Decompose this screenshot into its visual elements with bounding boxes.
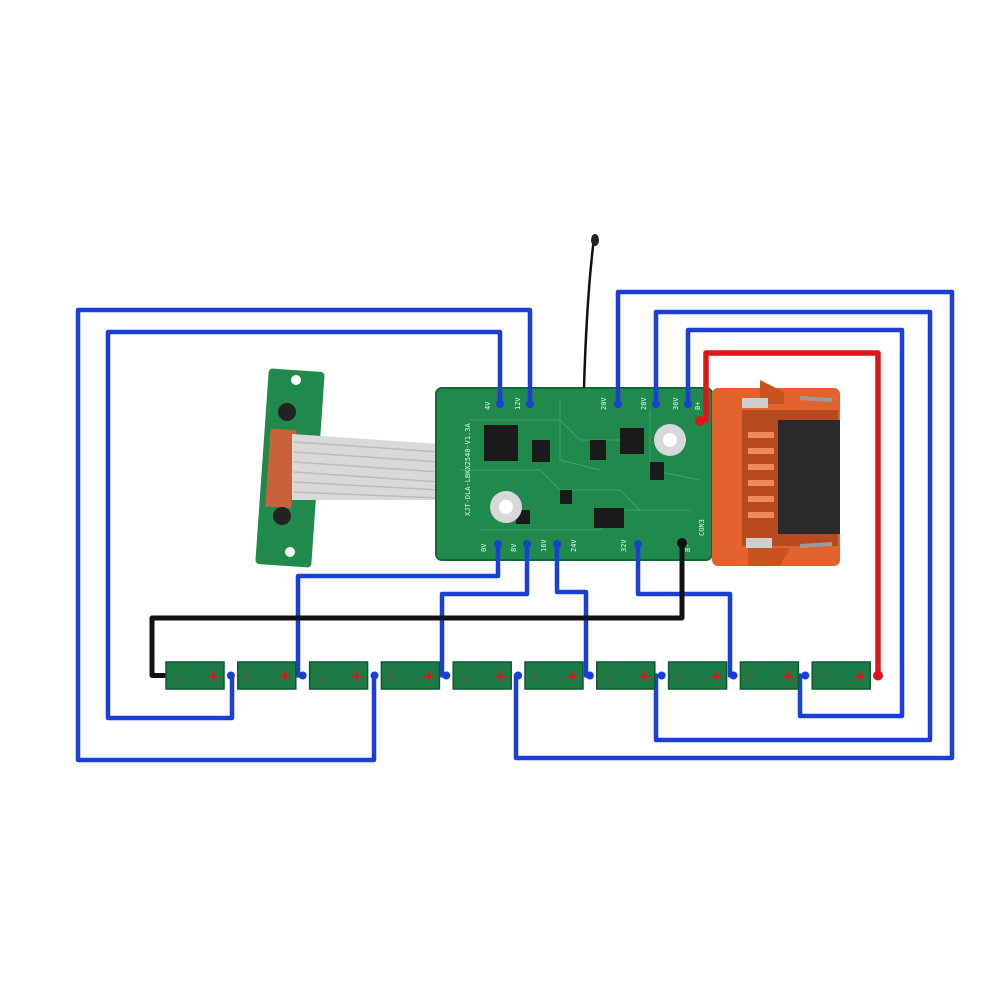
- battery-cell: -+: [452, 661, 512, 690]
- mounting-hole-top: [654, 424, 686, 456]
- cell-minus-sign: -: [675, 669, 683, 685]
- board-connector-label: CON3: [698, 519, 706, 536]
- ribbon-cable: [292, 434, 441, 500]
- cell-plus-sign: +: [495, 666, 506, 687]
- cell-body: [452, 661, 512, 690]
- wire-4v: [105, 329, 503, 721]
- board-bminus-node: [677, 538, 687, 548]
- cell-minus-sign: -: [531, 669, 539, 685]
- pad-label-group: 4V 12V 20V 28V 36V B+ 0V 8V 16V 24V 32V B-: [480, 397, 702, 552]
- cell-junction-node: [442, 671, 451, 680]
- cell-body: [308, 661, 369, 690]
- battery-cell: -+: [524, 661, 584, 690]
- battery-cell: -+: [667, 661, 728, 690]
- pad-label: 32V: [620, 539, 628, 552]
- battery-cell: -+: [596, 661, 656, 690]
- cell-plus-sign: +: [782, 666, 793, 687]
- balance-pads: [494, 400, 692, 548]
- cell-junction-node: [370, 671, 379, 680]
- pack-positive-node: [873, 670, 883, 681]
- cell-plus-sign: +: [423, 666, 434, 687]
- balance-wires: [75, 289, 955, 763]
- cell-body: [380, 661, 441, 690]
- cell-body: [596, 661, 656, 690]
- battery-cell-string: -+-+-+-+-+-+-+-+-+-+: [165, 661, 871, 690]
- battery-cell: -+: [308, 661, 369, 690]
- cell-plus-sign: +: [854, 666, 865, 687]
- pad-label: 12V: [514, 397, 522, 410]
- cell-junction-node: [514, 671, 523, 680]
- cell-minus-sign: -: [316, 669, 324, 685]
- pad-label: B+: [694, 402, 702, 410]
- balance-pad: [614, 400, 622, 408]
- pad-label: B-: [684, 544, 692, 552]
- wire-20v: [513, 289, 955, 761]
- board-bplus-node: [695, 416, 705, 426]
- cell-body: [811, 661, 871, 690]
- pad-label: 28V: [640, 397, 648, 410]
- wire-36v: [685, 327, 905, 719]
- pad-label: 0V: [480, 543, 488, 552]
- cell-body: [524, 661, 584, 690]
- cell-junction-node: [298, 671, 307, 680]
- cell-minus-sign: -: [172, 669, 180, 685]
- pad-label: 4V: [484, 401, 492, 410]
- wire-28v: [653, 309, 933, 743]
- pad-label: 36V: [672, 397, 680, 410]
- cell-body: [739, 661, 800, 690]
- pad-label: 8V: [510, 543, 518, 552]
- mounting-hole-left: [490, 491, 522, 523]
- cell-minus-sign: -: [746, 669, 754, 685]
- cell-minus-sign: -: [818, 669, 826, 685]
- wire-16v: [439, 542, 530, 678]
- wire-pack-negative: [149, 542, 685, 678]
- cell-body: [165, 661, 225, 690]
- cell-body: [237, 661, 297, 690]
- bms-board: XJT-DLA-LBKX2540-V1.3A CON3: [435, 387, 713, 561]
- balance-pad: [494, 540, 502, 548]
- battery-cell: -+: [811, 661, 871, 690]
- balance-pad: [634, 540, 642, 548]
- cell-junction-node: [801, 671, 810, 680]
- balance-pad: [526, 400, 534, 408]
- wire-8v: [295, 542, 501, 678]
- battery-cell: -+: [739, 661, 800, 690]
- balance-pad: [496, 400, 504, 408]
- battery-cell: -+: [380, 661, 441, 690]
- cell-minus-sign: -: [387, 669, 395, 685]
- pad-label: 16V: [540, 539, 548, 552]
- cell-plus-sign: +: [711, 666, 722, 687]
- balance-pad: [652, 400, 660, 408]
- wire-24v: [554, 542, 589, 678]
- board-silkscreen-label: XJT-DLA-LBKX2540-V1.3A: [464, 422, 472, 516]
- ntc-thermistor-probe: [582, 234, 599, 389]
- ic-chips: [484, 425, 664, 528]
- cell-plus-sign: +: [567, 666, 578, 687]
- cell-plus-sign: +: [208, 666, 219, 687]
- wire-12v: [75, 307, 533, 763]
- pad-label: 20V: [600, 397, 608, 410]
- battery-cell: -+: [237, 661, 297, 690]
- cell-plus-sign: +: [352, 666, 363, 687]
- balance-pad: [523, 540, 531, 548]
- cell-minus-sign: -: [459, 669, 467, 685]
- output-connector: [712, 380, 840, 566]
- balance-pad: [553, 540, 561, 548]
- led-indicator-board: [255, 368, 325, 568]
- cell-body: [667, 661, 728, 690]
- cell-plus-sign: +: [280, 666, 291, 687]
- pad-label: 24V: [570, 539, 578, 552]
- battery-cell: -+: [165, 661, 225, 690]
- cell-junction-node: [226, 671, 235, 680]
- cell-junction-node: [657, 671, 666, 680]
- cell-minus-sign: -: [244, 669, 252, 685]
- cell-minus-sign: -: [603, 669, 611, 685]
- cell-plus-sign: +: [639, 666, 650, 687]
- cell-junction-node: [585, 671, 594, 680]
- balance-pad: [684, 400, 692, 408]
- cell-junction-node: [729, 671, 738, 680]
